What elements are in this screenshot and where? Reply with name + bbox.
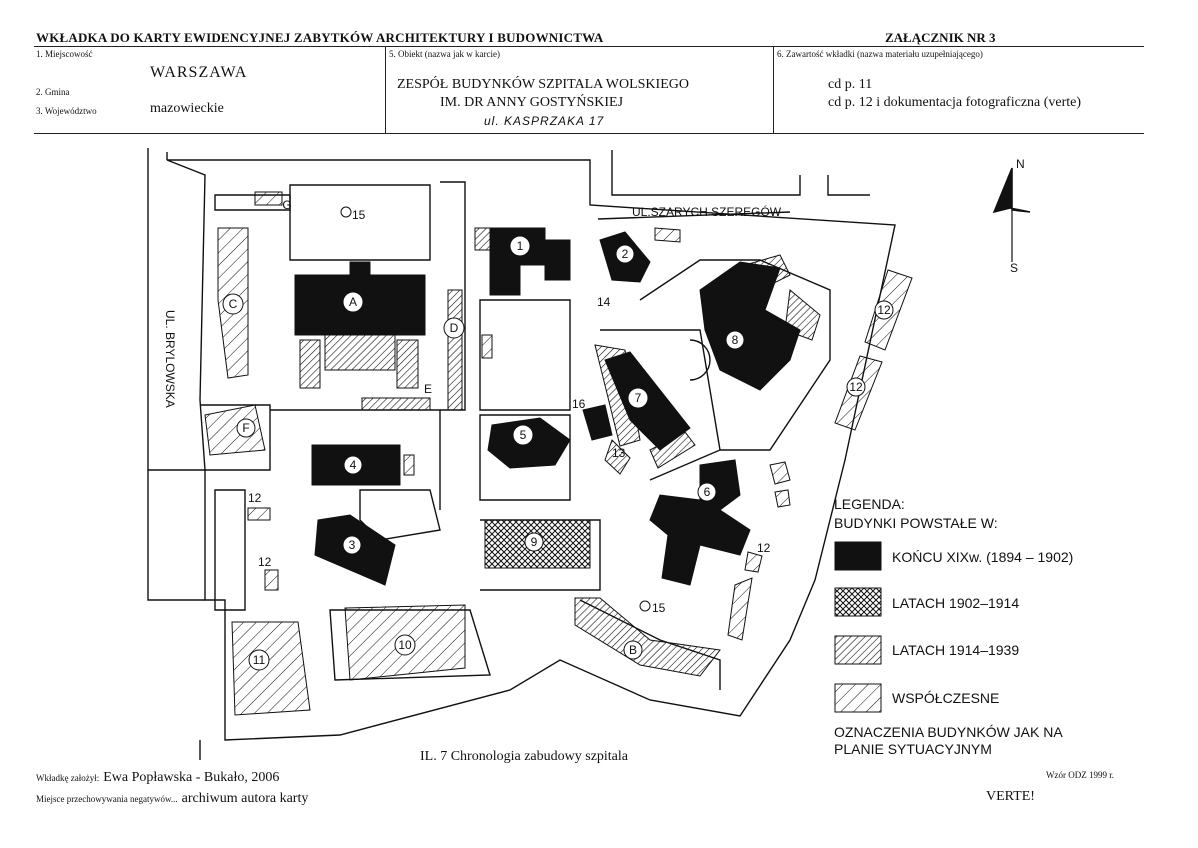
contents-line1: cd p. 11	[828, 77, 873, 92]
form-version: Wzór ODZ 1999 r.	[1046, 770, 1114, 780]
building-11	[231, 621, 311, 716]
map-caption: IL. 7 Chronologia zabudowy szpitala	[420, 749, 629, 764]
label-5: 5	[520, 428, 527, 442]
object-label: 5. Obiekt (nazwa jak w karcie)	[389, 49, 500, 59]
building-B	[574, 597, 721, 677]
label-4: 4	[350, 458, 357, 472]
building-A-wing	[324, 334, 396, 371]
label-2: 2	[622, 247, 629, 261]
building-1	[489, 227, 571, 296]
header-annex: ZAŁĄCZNIK NR 3	[885, 30, 996, 45]
south-label: S	[1010, 261, 1018, 275]
legend-note-1: OZNACZENIA BUDYNKÓW JAK NA	[834, 724, 1063, 740]
legend-item-1902: LATACH 1902–1914	[892, 595, 1020, 611]
street-szarych-szeregow: UL.SZARYCH SZEREGÓW	[632, 204, 782, 219]
header-title: WKŁADKA DO KARTY EWIDENCYJNEJ ZABYTKÓW A…	[36, 30, 604, 45]
field-divider-2	[773, 46, 774, 133]
voivodeship-value: mazowieckie	[150, 101, 224, 116]
object-line1: ZESPÓŁ BUDYNKÓW SZPITALA WOLSKIEGO	[397, 77, 689, 92]
contents-line2: cd p. 12 i dokumentacja fotograficzna (v…	[828, 95, 1082, 110]
label-15-b: 15	[652, 601, 666, 615]
legend-item-contemporary: WSPÓŁCZESNE	[892, 690, 1000, 706]
legend-item-xix: KOŃCU XIXw. (1894 – 1902)	[892, 549, 1074, 565]
building-6	[649, 459, 751, 586]
legend-title-1: LEGENDA:	[834, 496, 905, 512]
building-E	[361, 397, 431, 411]
building-F	[204, 404, 266, 456]
legend-swatch-xix	[834, 541, 882, 571]
legend-swatch-contemporary	[834, 683, 882, 713]
label-12-e: 12	[757, 541, 771, 555]
building-16	[582, 404, 613, 441]
label-14: 14	[597, 295, 611, 309]
contents-label: 6. Zawartość wkładki (nazwa materiału uz…	[777, 49, 983, 59]
locality-label: 1. Miejscowość	[36, 49, 93, 59]
author-line: Wkładkę założył: Ewa Popławska - Bukało,…	[36, 768, 279, 786]
label-1: 1	[517, 239, 524, 253]
legend-swatch-1914	[834, 635, 882, 665]
voivodeship-label: 3. Województwo	[36, 106, 97, 116]
legend-swatch-1902	[834, 587, 882, 617]
north-arrow	[992, 167, 1031, 262]
storage-label: Miejsce przechowywania negatywów...	[36, 794, 178, 804]
label-C: C	[229, 297, 238, 311]
verte-label: VERTE!	[986, 789, 1035, 804]
label-8: 8	[732, 333, 739, 347]
author-value: Ewa Popławska - Bukało, 2006	[103, 770, 280, 785]
legend-item-1914: LATACH 1914–1939	[892, 642, 1020, 658]
label-9: 9	[531, 535, 538, 549]
label-7: 7	[635, 391, 642, 405]
building-D	[447, 289, 463, 411]
label-13: 13	[612, 446, 626, 460]
label-B: B	[629, 643, 637, 657]
author-label: Wkładkę założył:	[36, 773, 100, 783]
label-F: F	[242, 421, 249, 435]
label-12-d: 12	[258, 555, 272, 569]
label-E: E	[424, 382, 432, 396]
locality-value: WARSZAWA	[150, 64, 248, 81]
object-handwritten-address: ul. KASPRZAKA 17	[484, 114, 605, 128]
object-line2: IM. DR ANNY GOSTYŃSKIEJ	[440, 95, 624, 110]
storage-line: Miejsce przechowywania negatywów... arch…	[36, 789, 308, 807]
label-12-b: 12	[849, 380, 863, 394]
label-12-c: 12	[248, 491, 262, 505]
label-3: 3	[349, 538, 356, 552]
legend-note-2: PLANIE SYTUACYJNYM	[834, 741, 992, 757]
storage-value: archiwum autora karty	[181, 791, 309, 806]
label-A: A	[349, 295, 357, 309]
field-divider-1	[385, 46, 386, 133]
street-brylowska: UL. BRYLOWSKA	[163, 310, 177, 408]
label-11: 11	[253, 653, 266, 667]
label-10: 10	[398, 638, 412, 652]
label-12-a: 12	[877, 303, 891, 317]
commune-label: 2. Gmina	[36, 87, 70, 97]
label-D: D	[450, 321, 459, 335]
label-6: 6	[704, 485, 711, 499]
label-15-a: 15	[352, 208, 366, 222]
header-rule	[34, 46, 1144, 47]
legend-title-2: BUDYNKI POWSTAŁE W:	[834, 515, 998, 531]
label-16: 16	[572, 397, 586, 411]
legend-swatches	[834, 541, 882, 713]
label-G: G	[282, 198, 291, 212]
north-label: N	[1016, 157, 1025, 171]
building-13	[604, 439, 631, 475]
fields-bottom-rule	[34, 133, 1144, 134]
